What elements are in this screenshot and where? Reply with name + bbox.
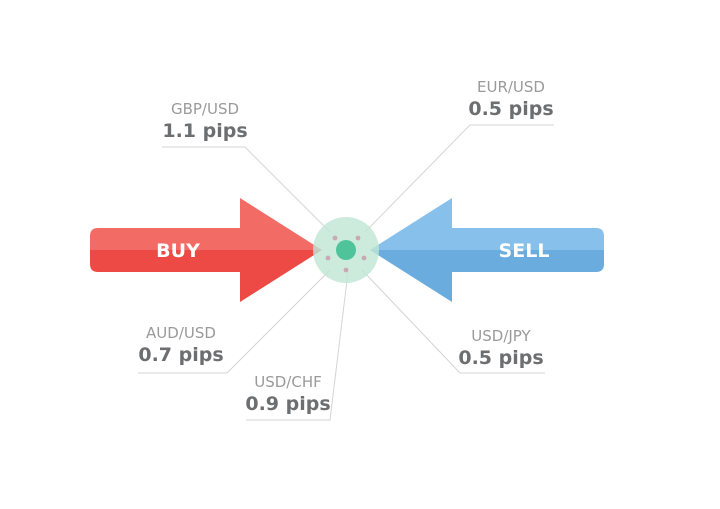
center-dot <box>355 235 361 241</box>
sell-label: SELL <box>499 240 550 262</box>
leader-line-eurusd <box>364 124 554 233</box>
pair-name: USD/JPY <box>471 327 531 345</box>
spread-label-usdchf: USD/CHF 0.9 pips <box>245 373 330 415</box>
pair-name: USD/CHF <box>254 373 322 391</box>
buy-arrow-shape <box>90 198 322 302</box>
spread-label-gbpusd: GBP/USD 1.1 pips <box>162 100 247 142</box>
spread-label-eurusd: EUR/USD 0.5 pips <box>468 78 553 120</box>
pips-value: 0.7 pips <box>138 344 223 366</box>
leader-line-usdjpy <box>361 269 545 374</box>
leader-line-usdchf <box>246 271 349 421</box>
center-dot <box>332 235 338 241</box>
sell-arrow-shape <box>370 198 604 302</box>
pair-name: EUR/USD <box>477 78 545 96</box>
pips-value: 0.9 pips <box>245 393 330 415</box>
leader-line-audusd <box>138 269 331 374</box>
center-dot <box>325 255 331 261</box>
buy-arrow: BUY <box>90 198 322 302</box>
center-dot <box>361 255 367 261</box>
pair-name: AUD/USD <box>146 324 216 342</box>
spread-label-usdjpy: USD/JPY 0.5 pips <box>458 327 543 369</box>
pips-value: 0.5 pips <box>468 98 553 120</box>
pips-value: 0.5 pips <box>458 347 543 369</box>
leader-line-gbpusd <box>162 146 331 233</box>
center-hub-inner <box>336 240 356 260</box>
center-dot <box>343 267 349 273</box>
center-hub <box>313 217 379 283</box>
sell-arrow: SELL <box>370 198 604 302</box>
buy-label: BUY <box>156 240 200 262</box>
pair-name: GBP/USD <box>171 100 239 118</box>
leader-lines <box>138 124 554 421</box>
pips-value: 1.1 pips <box>162 120 247 142</box>
spread-label-audusd: AUD/USD 0.7 pips <box>138 324 223 366</box>
